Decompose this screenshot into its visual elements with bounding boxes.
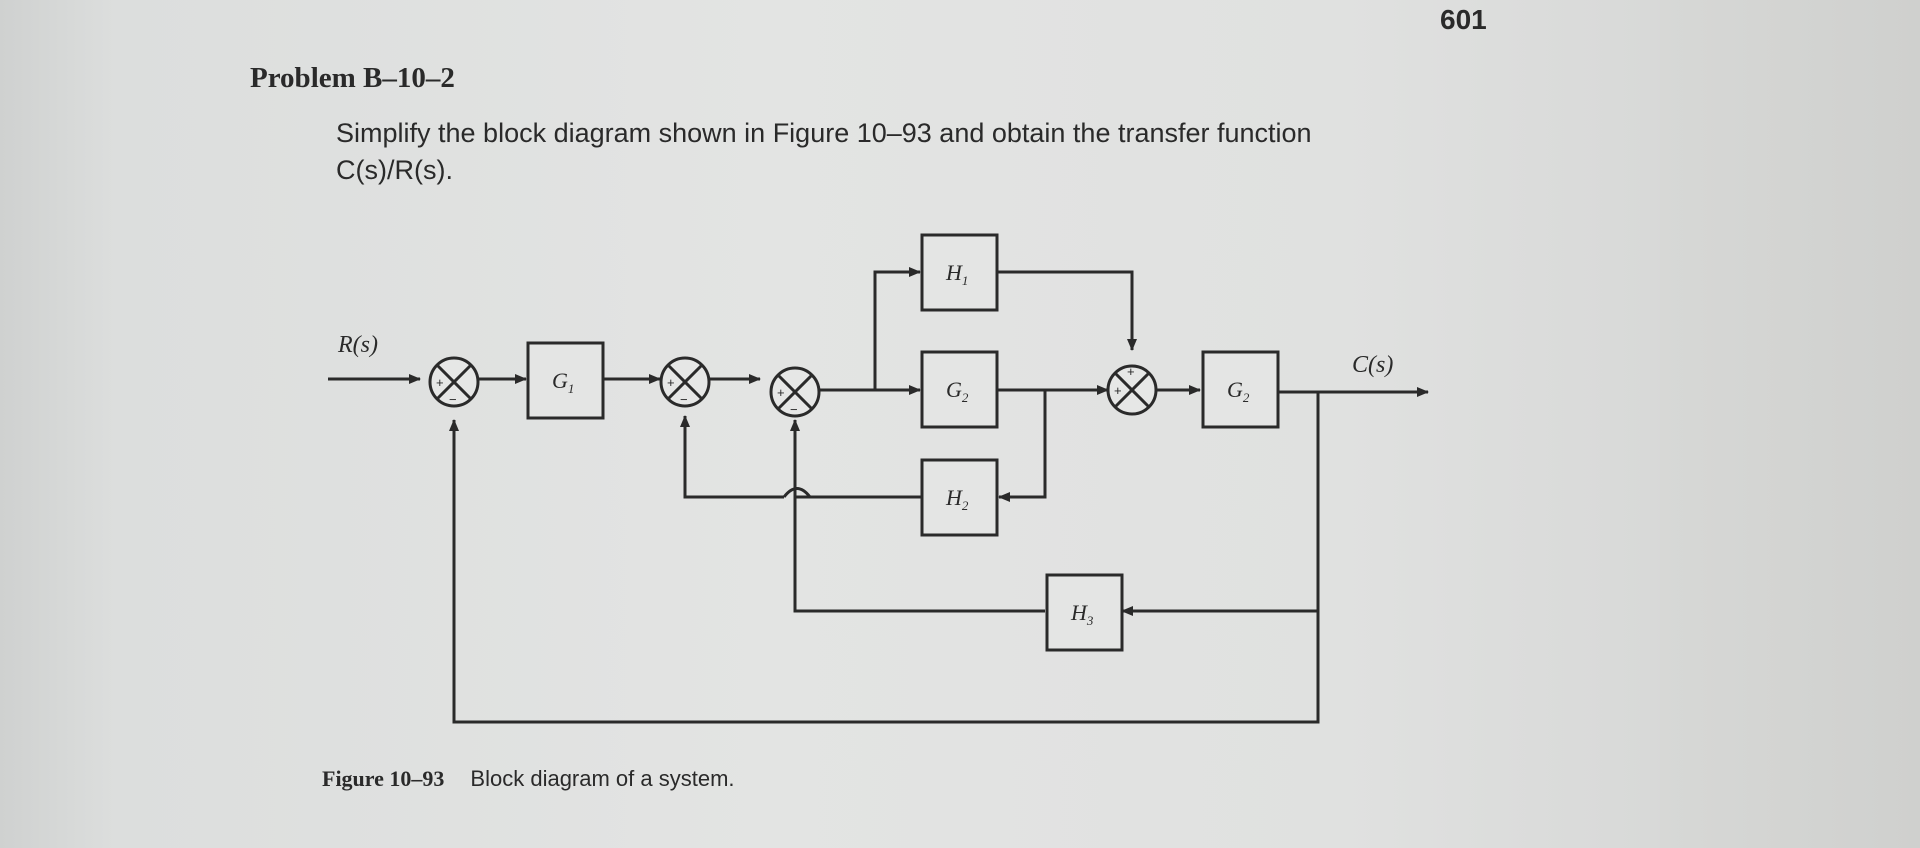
- figure-caption-number: Figure 10–93: [322, 766, 445, 791]
- svg-text:−: −: [449, 392, 457, 407]
- problem-statement-line-2: C(s)/R(s).: [336, 155, 453, 185]
- block-g1-label: G1: [552, 368, 574, 396]
- svg-text:+: +: [1114, 383, 1122, 398]
- block-h1: [920, 233, 999, 312]
- svg-text:−: −: [790, 402, 798, 417]
- branch-to-h2: [998, 390, 1047, 502]
- page-edge-shadow: [1660, 0, 1920, 848]
- problem-title: Problem B–10–2: [250, 62, 455, 94]
- block-h2-label: H2: [945, 485, 969, 513]
- svg-text:+: +: [1127, 364, 1135, 379]
- svg-text:+: +: [777, 385, 785, 400]
- block-h3-label: H3: [1070, 600, 1094, 628]
- figure-caption-text: Block diagram of a system.: [470, 766, 735, 791]
- problem-statement-line-1: Simplify the block diagram shown in Figu…: [336, 118, 1312, 148]
- block-g1: [526, 341, 605, 420]
- h2-feedback-hop: [782, 487, 812, 498]
- summing-junction-1: [428, 356, 480, 408]
- figure-caption: Figure 10–93 Block diagram of a system.: [322, 766, 735, 792]
- problem-statement: Simplify the block diagram shown in Figu…: [336, 115, 1516, 189]
- h2-feedback-return: [680, 415, 784, 499]
- unity-feedback: [449, 419, 1320, 724]
- block-h1-label: H1: [945, 260, 968, 288]
- summing-junction-3: [769, 366, 821, 418]
- svg-text:+: +: [667, 375, 675, 390]
- svg-text:+: +: [436, 375, 444, 390]
- output-label: C(s): [1352, 352, 1393, 378]
- branch-to-h1: [873, 267, 921, 390]
- block-g2: [920, 350, 999, 429]
- input-label: R(s): [337, 332, 378, 358]
- summing-junction-2: [659, 356, 711, 408]
- block-g3-label: G2: [1227, 377, 1250, 405]
- block-h3: [1045, 573, 1124, 652]
- page-number: 601: [1440, 4, 1487, 35]
- block-g2-label: G2: [946, 377, 969, 405]
- h1-to-s4: [997, 270, 1137, 351]
- svg-text:−: −: [680, 392, 688, 407]
- h3-feedback: [790, 419, 1045, 613]
- block-g3: [1201, 350, 1280, 429]
- block-h2: [920, 458, 999, 537]
- summing-junction-4: [1106, 364, 1158, 416]
